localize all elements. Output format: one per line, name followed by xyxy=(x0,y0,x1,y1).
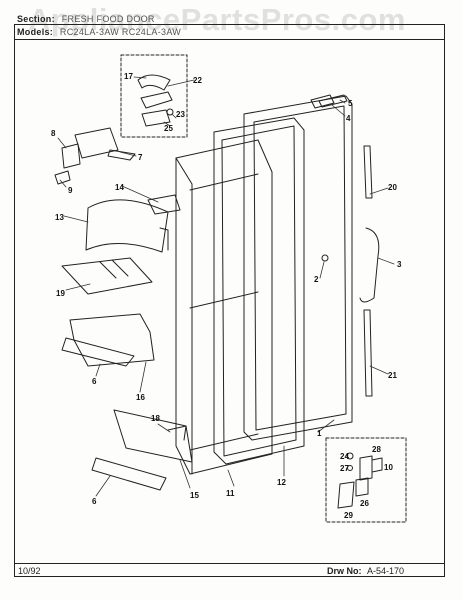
part-1-outer-door xyxy=(243,95,353,441)
callout-3: 3 xyxy=(397,260,402,269)
callout-2: 2 xyxy=(314,275,319,284)
hardware-kit-box xyxy=(120,54,188,138)
callout-29: 29 xyxy=(344,511,353,520)
callout-4: 4 xyxy=(346,114,351,123)
part-3-door-handle xyxy=(359,227,380,303)
callout-1: 1 xyxy=(317,429,322,438)
callout-12: 12 xyxy=(277,478,286,487)
footer-divider xyxy=(14,563,445,564)
part-21-handle-trim xyxy=(363,309,373,397)
part-13-hinge xyxy=(159,227,169,251)
callout-26: 26 xyxy=(360,499,369,508)
callout-15: 15 xyxy=(190,491,199,500)
header-divider xyxy=(14,39,445,40)
part-12-gasket-inner xyxy=(221,125,297,457)
part-17-hinge-cover xyxy=(137,74,171,91)
callout-6-lower: 6 xyxy=(92,497,97,506)
callout-8: 8 xyxy=(51,129,56,138)
part-19-handle xyxy=(99,259,129,279)
part-7-tab xyxy=(107,149,136,161)
callout-28: 28 xyxy=(372,445,381,454)
section-label: Section: xyxy=(17,14,55,24)
callout-labels: 1 2 3 4 5 6 6 7 8 9 10 11 12 13 14 15 16… xyxy=(51,72,402,520)
part-19-egg-tray xyxy=(61,257,153,295)
part-8-switch-housing xyxy=(61,143,81,169)
callout-13: 13 xyxy=(55,213,64,222)
callout-24: 24 xyxy=(340,452,349,461)
part-20-handle-trim xyxy=(363,145,373,199)
part-16-door-bin xyxy=(69,313,155,367)
callout-27: 27 xyxy=(340,464,349,473)
drawing-number-value: A-54-170 xyxy=(367,566,405,576)
models-label: Models: xyxy=(17,27,54,37)
part-10-hinge-pin xyxy=(371,457,383,473)
callout-20: 20 xyxy=(388,183,397,192)
models-value: RC24LA-3AW RC24LA-3AW xyxy=(59,27,182,37)
part-27-bushing xyxy=(347,465,353,471)
part-6-bin-trim xyxy=(61,337,135,367)
callout-19: 19 xyxy=(56,289,65,298)
part-13-dairy-cover xyxy=(85,199,169,253)
part-7-light-cover xyxy=(74,127,119,159)
part-28-hinge-plate xyxy=(359,455,373,481)
part-14-shelf-clip xyxy=(147,194,181,215)
callout-14: 14 xyxy=(115,183,124,192)
part-11-inner-door-liner xyxy=(175,139,273,475)
part-25-plate xyxy=(141,109,171,127)
drawing-number: Drw No: A-54-170 xyxy=(327,566,404,576)
hinge-kit-box xyxy=(325,437,407,523)
section-value: FRESH FOOD DOOR xyxy=(61,14,155,24)
callout-23: 23 xyxy=(176,110,185,119)
models-header: Models: RC24LA-3AW RC24LA-3AW xyxy=(17,27,181,37)
part-6-lower-trim xyxy=(91,457,167,491)
part-1-door-face xyxy=(253,105,347,431)
part-11-edge xyxy=(175,157,193,475)
drawing-number-label: Drw No: xyxy=(327,566,362,576)
callout-9: 9 xyxy=(68,186,73,195)
part-5-strip xyxy=(318,94,348,108)
part-22-bracket xyxy=(140,91,173,109)
leader-lines xyxy=(57,76,395,497)
callout-21: 21 xyxy=(388,371,397,380)
part-29-bottom-hinge xyxy=(337,481,355,509)
diagram-frame xyxy=(14,24,445,577)
callout-11: 11 xyxy=(226,489,235,498)
part-4-strip xyxy=(310,94,335,109)
revision-date: 10/92 xyxy=(18,566,41,576)
callout-16: 16 xyxy=(136,393,145,402)
callout-5: 5 xyxy=(348,99,353,108)
callout-7: 7 xyxy=(138,153,143,162)
part-24-washer xyxy=(346,452,354,460)
callout-25: 25 xyxy=(164,124,173,133)
section-header: Section: FRESH FOOD DOOR xyxy=(17,14,155,24)
callout-6-upper: 6 xyxy=(92,377,97,386)
callout-18: 18 xyxy=(151,414,160,423)
callout-22: 22 xyxy=(193,76,202,85)
callout-17: 17 xyxy=(124,72,133,81)
callout-10: 10 xyxy=(384,463,393,472)
watermark-text: AppliancePartsPros.com xyxy=(28,2,406,37)
part-18-retainer xyxy=(167,425,187,441)
part-9-clip xyxy=(54,170,71,185)
part-26-bracket xyxy=(355,477,369,497)
part-2-screw xyxy=(321,254,329,262)
part-12-door-gasket xyxy=(213,117,305,465)
